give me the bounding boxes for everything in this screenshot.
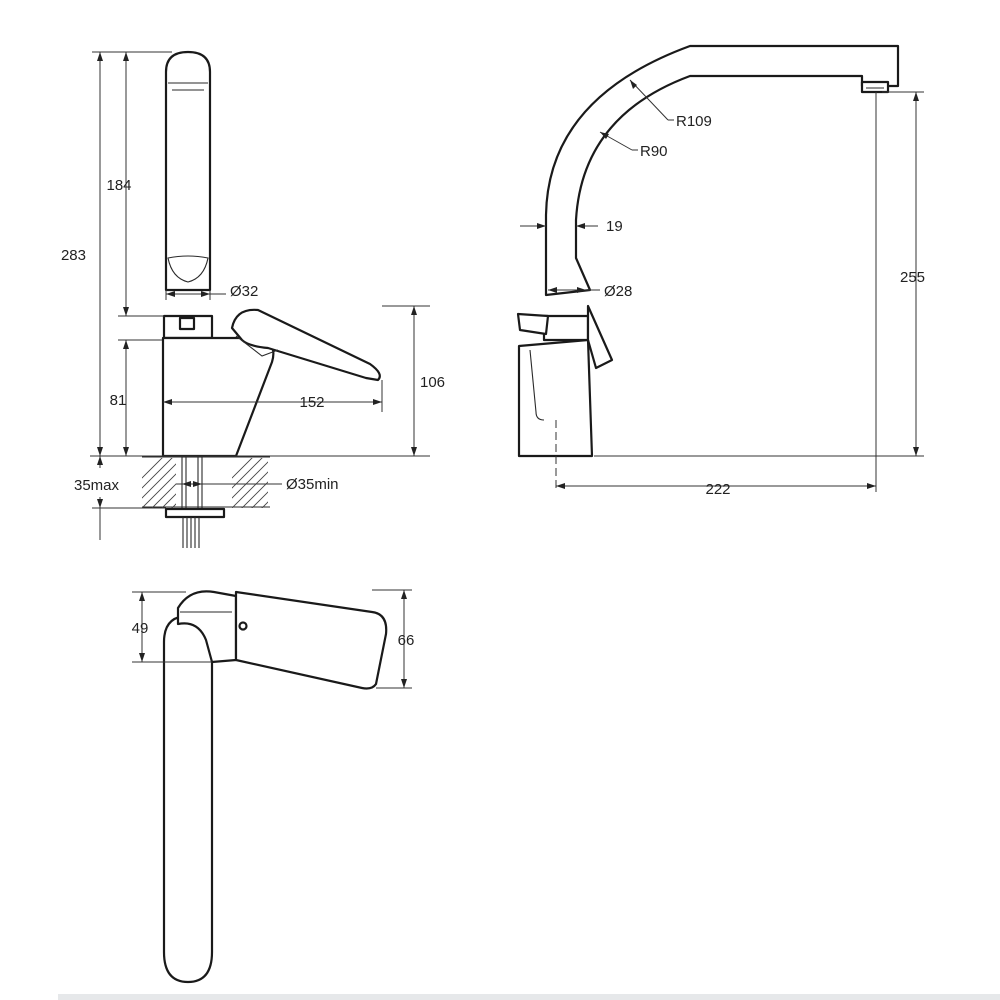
dim-body-height: 81 — [110, 392, 127, 409]
front-lever-side — [586, 304, 614, 370]
top-lever-pin — [238, 621, 248, 631]
top-body — [176, 590, 238, 664]
dim-tube-offset: 19 — [606, 218, 623, 235]
dim-handle-height: 106 — [420, 374, 445, 391]
dim-handle-width: 66 — [398, 632, 415, 649]
front-spout-tip — [860, 80, 890, 94]
front-body-detail — [529, 349, 545, 421]
deck-hatch-left — [142, 458, 176, 508]
front-view: R109 R90 19 Ø28 255 222 — [516, 44, 925, 498]
dim-spout-diameter: Ø32 — [230, 283, 258, 300]
side-collar-button — [178, 316, 196, 331]
side-lever-inner-line — [235, 335, 279, 357]
side-lever-handle — [230, 308, 381, 382]
top-spout — [162, 614, 214, 984]
dim-spout-height: 184 — [106, 177, 131, 194]
dim-body-width: 49 — [132, 620, 149, 637]
front-lever — [516, 312, 550, 336]
top-view: 49 66 — [132, 589, 415, 984]
dim-handle-length: 152 — [299, 394, 324, 411]
dim-outlet-height: 255 — [900, 269, 925, 286]
deck-hatch-right — [232, 458, 268, 508]
dim-deck-thickness: 35max — [74, 477, 120, 494]
side-view: 283 184 Ø32 106 81 152 35max Ø35min — [61, 50, 445, 548]
footer-bar — [58, 994, 1000, 1000]
side-mounting-nut — [164, 507, 226, 519]
front-collar — [542, 314, 590, 342]
side-spout-cap-line — [168, 82, 208, 91]
side-supply-hoses — [182, 517, 200, 548]
dim-total-height: 283 — [61, 247, 86, 264]
dim-hole-diameter: Ø35min — [286, 476, 339, 493]
front-body — [517, 338, 594, 458]
top-lever — [234, 590, 388, 690]
dim-reach: 222 — [705, 481, 730, 498]
side-spout-lower-shape — [167, 255, 209, 283]
side-body — [161, 336, 275, 458]
dim-outer-radius: R109 — [676, 113, 712, 130]
side-spout-tube — [164, 50, 212, 292]
front-spout — [544, 44, 900, 297]
dim-tube-diameter: Ø28 — [604, 283, 632, 300]
dim-inner-radius: R90 — [640, 143, 668, 160]
